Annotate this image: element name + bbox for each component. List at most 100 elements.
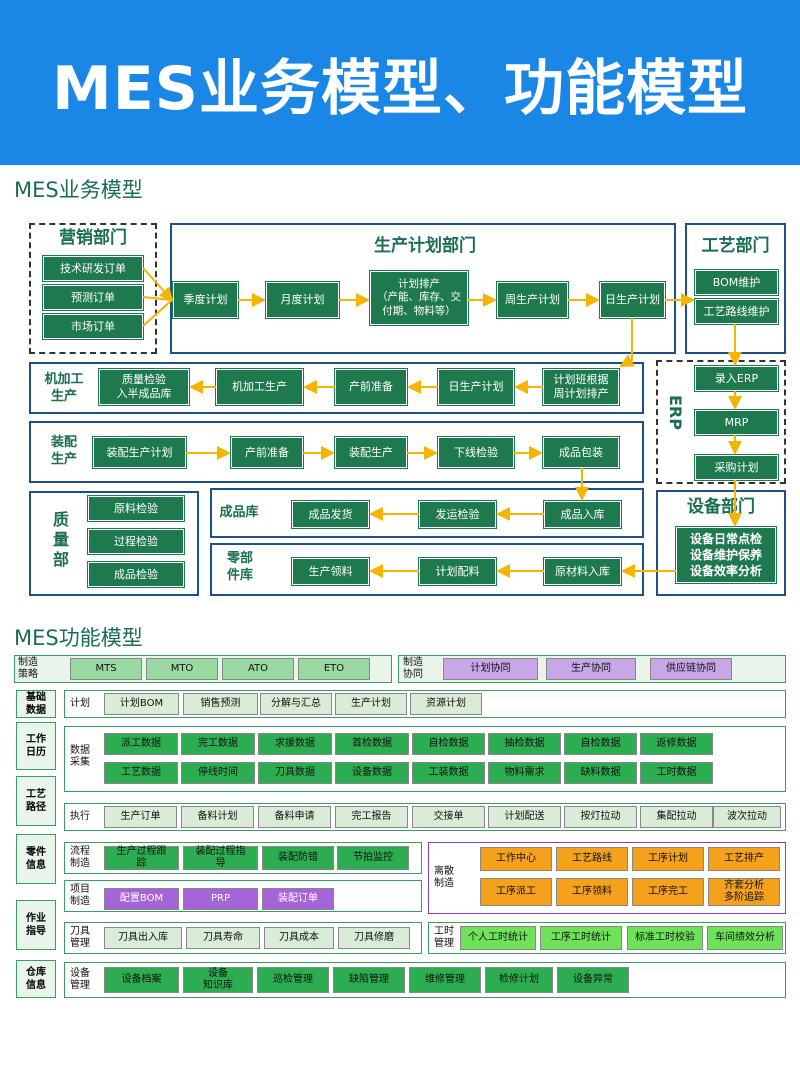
plan-label: 计划: [70, 698, 90, 709]
execution-cell: 按灯拉动: [564, 806, 637, 828]
plan-collab-cell: 计划协同: [443, 658, 538, 680]
collect-row2-cell: 停线时间: [181, 762, 255, 784]
sidebar-warehouse-info: 仓库 信息: [16, 960, 56, 998]
scheduling-node: 计划排产 （产能、库存、交 付期、物料等）: [370, 271, 468, 325]
collect-row1-cell: 抽检数据: [488, 733, 561, 755]
hours-management-label: 工时 管理: [434, 926, 454, 949]
collect-row1-cell: 求援数据: [258, 733, 332, 755]
process-route-cell: 工艺路线: [556, 847, 628, 871]
defect-management-cell: 缺陷管理: [333, 967, 405, 993]
device-archive-cell: 设备档案: [104, 967, 179, 993]
decompose-summary-cell: 分解与汇总: [260, 693, 332, 715]
personal-hours-cell: 个人工时统计: [460, 926, 536, 950]
collect-row1-cell: 首检数据: [335, 733, 409, 755]
sidebar-basic-data: 基础 数据: [16, 690, 56, 718]
sidebar-work-guide: 作业 指导: [16, 900, 56, 950]
parts-warehouse-group: [210, 543, 644, 596]
operation-picking-cell: 工序领料: [556, 878, 628, 906]
takt-monitor-cell: 节拍监控: [337, 846, 409, 870]
erp-label: ERP: [666, 395, 685, 430]
collect-row1-cell: 返修数据: [640, 733, 713, 755]
assembly-order-cell: 装配订单: [262, 888, 334, 910]
device-management-label: 设备 管理: [70, 968, 90, 991]
sidebar-process-route: 工艺 路径: [16, 776, 56, 826]
machining-group: [29, 362, 644, 414]
process-inspection-node: 过程检验: [88, 529, 184, 554]
process-scheduling-cell: 工艺排产: [708, 847, 780, 871]
tool-io-cell: 刀具出入库: [104, 927, 182, 949]
product-packing-node: 成品包装: [543, 437, 619, 468]
execution-cell: 备料申请: [258, 806, 331, 828]
ato-cell: ATO: [222, 658, 294, 680]
execution-label: 执行: [70, 811, 90, 822]
assembly-production-node: 装配生产: [335, 437, 407, 468]
tool-cost-cell: 刀具成本: [264, 927, 334, 949]
mto-cell: MTO: [146, 658, 218, 680]
raw-stock-in-node: 原材料入库: [544, 558, 621, 585]
collect-row1-cell: 完工数据: [181, 733, 255, 755]
tech-rd-order-node: 技术研发订单: [43, 256, 143, 281]
raw-inspection-node: 原料检验: [88, 496, 184, 521]
execution-cell: 完工报告: [335, 806, 408, 828]
strategy-label: 制造 策略: [18, 657, 38, 680]
forecast-order-node: 预测订单: [43, 285, 143, 310]
collect-row2-cell: 物料需求: [488, 762, 561, 784]
product-stock-in-node: 成品入库: [544, 501, 621, 528]
product-inspection-node: 成品检验: [88, 562, 184, 587]
functional-model-title: MES功能模型: [14, 626, 143, 650]
erp-group: [656, 360, 786, 484]
data-collection-label: 数据 采集: [70, 745, 90, 768]
assembly-prep-node: 产前准备: [231, 437, 303, 468]
product-shipping-node: 成品发货: [292, 501, 369, 528]
assembly-guide-cell: 装配过程指 导: [183, 846, 258, 870]
sales-forecast-cell: 销售预测: [183, 693, 258, 715]
page-title: MES业务模型、功能模型: [52, 54, 748, 124]
work-center-cell: 工作中心: [480, 847, 552, 871]
standard-hours-cell: 标准工时校验: [627, 926, 703, 950]
erp-entry-node: 录入ERP: [695, 366, 778, 391]
quality-inspection-node: 质量检验 入半成品库: [99, 369, 189, 405]
collect-row1-cell: 自检数据: [412, 733, 485, 755]
device-knowledge-cell: 设备 知识库: [183, 967, 253, 993]
quality-label: 质 量 部: [52, 510, 69, 569]
planning-label: 生产计划部门: [374, 236, 476, 256]
month-plan-node: 月度计划: [266, 282, 339, 318]
execution-cell: 计划配送: [488, 806, 561, 828]
offline-inspection-node: 下线检验: [438, 437, 514, 468]
finished-warehouse-label: 成品库: [219, 505, 259, 520]
shipping-inspection-node: 发运检验: [419, 501, 496, 528]
supply-chain-collab-cell: 供应链协同: [650, 658, 732, 680]
market-order-node: 市场订单: [43, 314, 143, 339]
tool-management-label: 刀具 管理: [70, 926, 90, 949]
machining-day-plan-node: 日生产计划: [438, 369, 514, 405]
execution-cell: 交接单: [412, 806, 485, 828]
resource-plan-cell: 资源计划: [410, 693, 482, 715]
day-plan-node: 日生产计划: [600, 282, 665, 318]
tool-life-cell: 刀具寿命: [186, 927, 260, 949]
config-bom-cell: 配置BOM: [104, 888, 179, 910]
kitting-analysis-cell: 齐套分析 多阶追踪: [708, 878, 780, 906]
plan-bom-cell: 计划BOM: [104, 693, 179, 715]
equipment-group: [656, 490, 786, 596]
execution-cell: 波次拉动: [713, 806, 781, 828]
mrp-node: MRP: [695, 410, 778, 435]
flow-manufacturing-label: 流程 制造: [70, 846, 90, 869]
material-picking-node: 生产领料: [292, 558, 369, 585]
collect-row2-cell: 工时数据: [640, 762, 713, 784]
operation-complete-cell: 工序完工: [632, 878, 704, 906]
route-maintenance-node: 工艺路线维护: [695, 299, 778, 324]
overhaul-plan-cell: 检修计划: [485, 967, 553, 993]
discrete-manufacturing-label: 离散 制造: [434, 866, 454, 889]
shift-scheduling-node: 计划班根据 周计划排产: [543, 369, 619, 405]
collect-row2-cell: 工装数据: [412, 762, 485, 784]
parts-warehouse-label: 零部 件库: [226, 551, 253, 583]
machining-label: 机加工 生产: [44, 372, 84, 404]
prp-cell: PRP: [183, 888, 258, 910]
execution-cell: 生产订单: [104, 806, 177, 828]
assembly-group: [29, 421, 644, 483]
equipment-tasks-node: 设备日常点检 设备维护保养 设备效率分析: [676, 527, 776, 583]
project-manufacturing-label: 项目 制造: [70, 884, 90, 907]
machining-production-node: 机加工生产: [216, 369, 303, 405]
business-model-title: MES业务模型: [14, 178, 143, 202]
collect-row1-cell: 派工数据: [104, 733, 178, 755]
